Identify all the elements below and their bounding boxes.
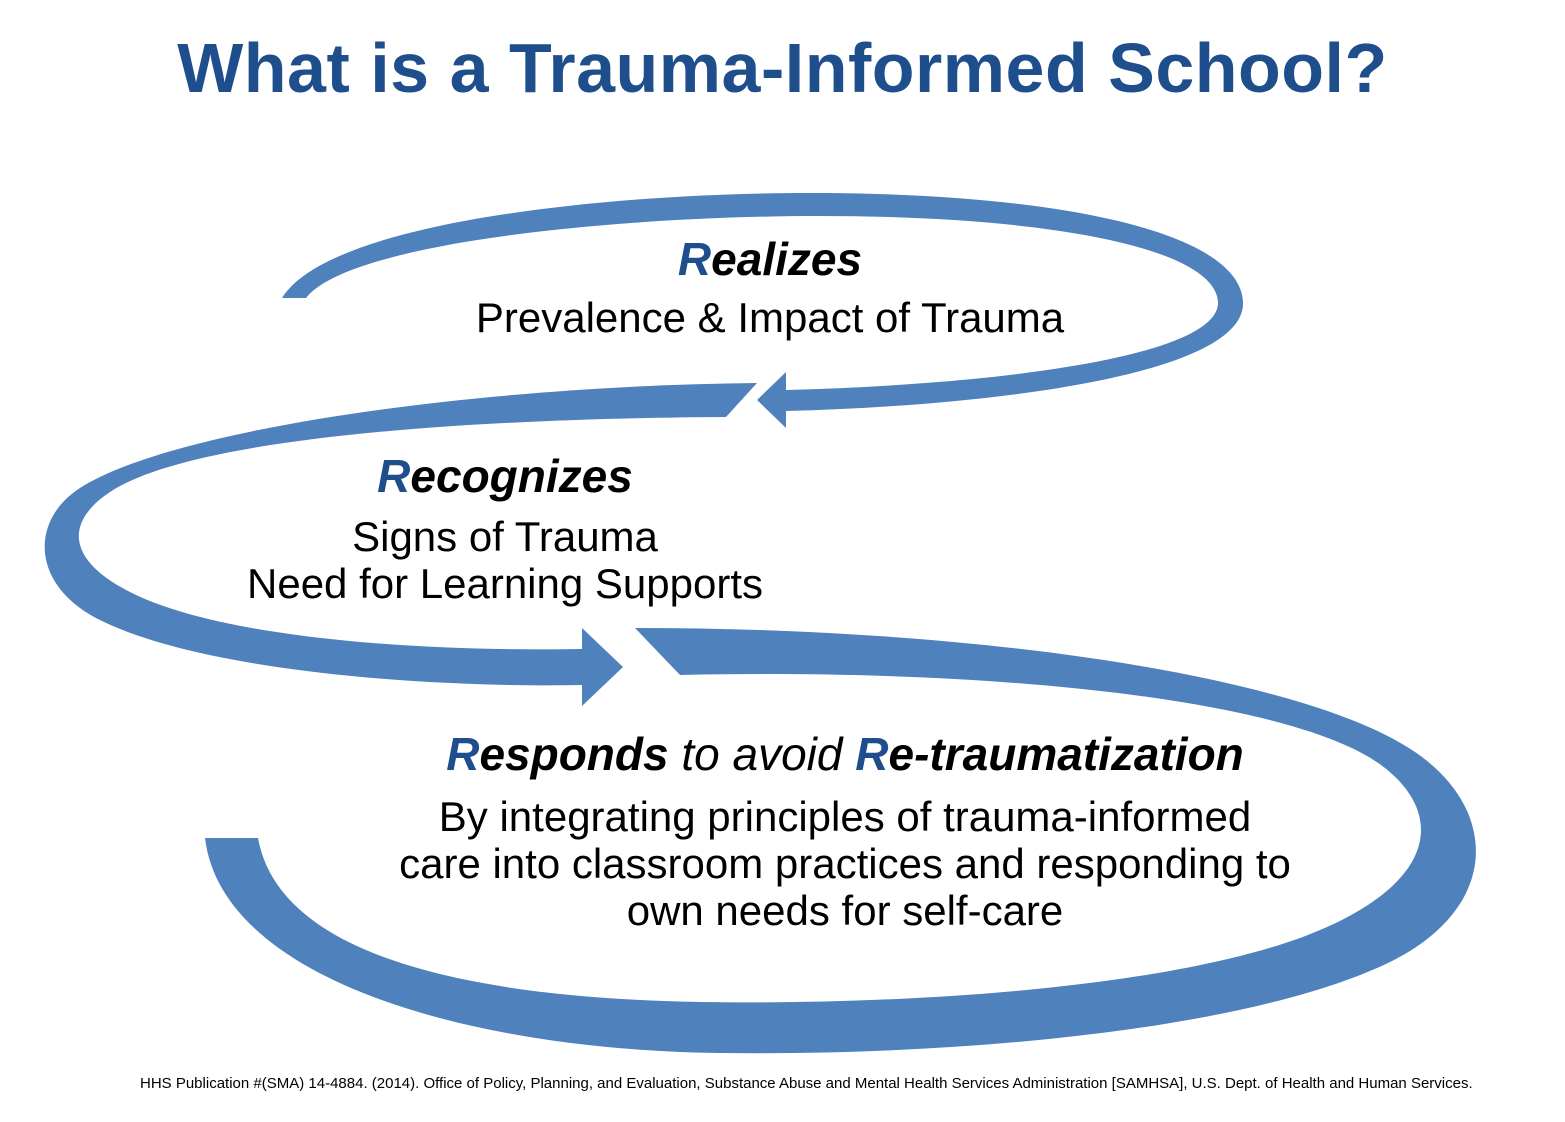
recognizes-heading-rest: ecognizes [410,450,633,502]
responds-heading-initial-1: R [446,728,480,780]
recognizes-block: Recognizes Signs of Trauma Need for Lear… [155,449,855,607]
responds-heading-middle: to avoid [668,728,856,780]
recognizes-heading-initial: R [377,450,411,502]
realizes-heading: Realizes [420,232,1120,286]
responds-heading-rest-2: e-traumatization [888,728,1244,780]
recognizes-heading: Recognizes [155,449,855,503]
responds-block: Responds to avoid Re-traumatization By i… [295,727,1395,934]
responds-line-1: By integrating principles of trauma-info… [438,793,1252,840]
responds-line-3: own needs for self-care [626,887,1064,934]
recognizes-line-1: Signs of Trauma [352,513,658,560]
realizes-line-1: Prevalence & Impact of Trauma [475,294,1065,341]
recognizes-line-2: Need for Learning Supports [247,560,763,607]
realizes-heading-initial: R [677,233,712,285]
recognizes-loop-arrow [44,383,758,706]
realizes-heading-rest: ealizes [711,233,863,285]
page-title: What is a Trauma-Informed School? [177,29,1388,107]
realizes-block: Realizes Prevalence & Impact of Trauma [420,232,1120,341]
responds-heading-initial-2: R [855,728,889,780]
responds-heading-rest-1: esponds [479,728,669,780]
citation: HHS Publication #(SMA) 14-4884. (2014). … [140,1075,1473,1092]
responds-line-2: care into classroom practices and respon… [399,840,1291,887]
responds-heading: Responds to avoid Re-traumatization [295,727,1395,781]
